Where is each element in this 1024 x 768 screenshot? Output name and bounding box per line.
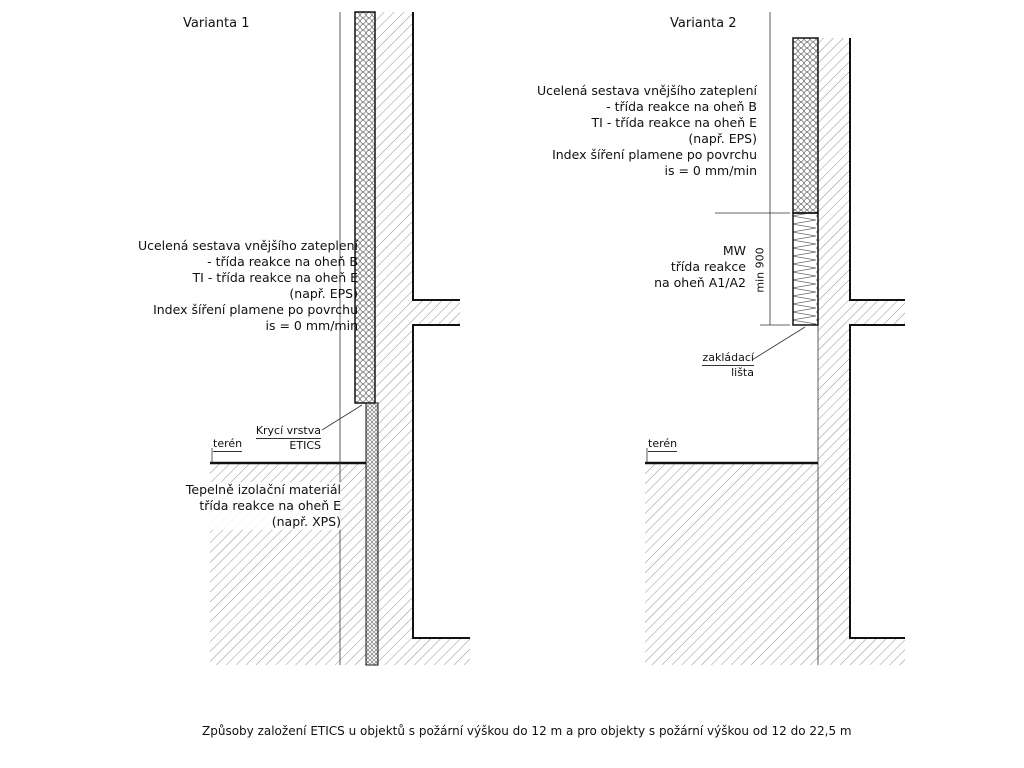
label-line: Tepelně izolační materiál xyxy=(185,482,341,497)
eps-insulation xyxy=(792,37,819,214)
wall xyxy=(375,12,470,665)
label-line: (např. EPS) xyxy=(289,286,358,301)
label-line: ETICS xyxy=(289,439,321,452)
label-line: zakládací xyxy=(702,351,754,366)
variant1-eps-label: Ucelená sestava vnějšího zateplení - tří… xyxy=(138,238,358,334)
label-line: TI - třída reakce na oheň E xyxy=(591,115,757,130)
caption: Způsoby založení ETICS u objektů s požár… xyxy=(202,724,852,738)
cover-leader xyxy=(321,404,363,431)
xps-insulation xyxy=(365,402,379,666)
label-line: - třída reakce na oheň B xyxy=(606,99,757,114)
eps-insulation xyxy=(354,11,376,404)
variant2-terrain-label: terén xyxy=(648,437,678,452)
variant2-eps-label: Ucelená sestava vnějšího zateplení - tří… xyxy=(537,83,757,179)
wall-outline xyxy=(849,38,905,639)
xps-label: Tepelně izolační materiál třída reakce n… xyxy=(185,482,341,530)
variant1-terrain-label: terén xyxy=(213,437,243,452)
variant1-section xyxy=(210,11,470,666)
dimension-label: min 900 xyxy=(753,247,767,293)
label-line: Krycí vrstva xyxy=(255,424,321,439)
wall-outline xyxy=(412,12,470,639)
label-line: třída reakce na oheň E xyxy=(199,498,341,513)
label-line: Index šíření plamene po povrchu xyxy=(153,302,358,317)
label-line: is = 0 mm/min xyxy=(664,163,757,178)
variant2-section xyxy=(645,12,905,665)
starter-track-label: zakládací lišta xyxy=(702,351,754,380)
label-line: TI - třída reakce na oheň E xyxy=(192,270,358,285)
ground-hatch xyxy=(645,463,818,665)
label-line: lišta xyxy=(731,366,754,379)
label-line: MW xyxy=(722,243,746,258)
wall xyxy=(818,38,905,665)
label-line: Ucelená sestava vnějšího zateplení xyxy=(536,83,757,98)
cover-layer-label: Krycí vrstva ETICS xyxy=(255,424,321,453)
mw-insulation xyxy=(792,212,819,326)
label-line: Index šíření plamene po povrchu xyxy=(552,147,757,162)
label-line: is = 0 mm/min xyxy=(265,318,358,333)
label-line: (např. EPS) xyxy=(688,131,757,146)
mw-label: MW třída reakce na oheň A1/A2 xyxy=(654,243,746,291)
label-line: Ucelená sestava vnějšího zateplení xyxy=(137,238,358,253)
variant1-title: Varianta 1 xyxy=(183,16,250,31)
starter-leader xyxy=(751,326,806,361)
label-line: na oheň A1/A2 xyxy=(654,275,746,290)
variant2-title: Varianta 2 xyxy=(670,16,737,31)
label-line: třída reakce xyxy=(670,259,746,274)
label-line: - třída reakce na oheň B xyxy=(207,254,358,269)
label-line: (např. XPS) xyxy=(271,514,341,529)
